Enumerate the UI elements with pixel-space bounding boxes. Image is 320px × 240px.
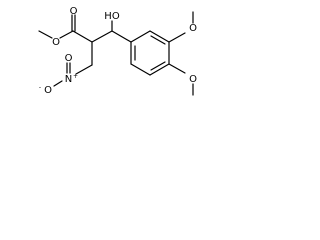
bond-methyl-o xyxy=(38,30,53,39)
bond-c4-o-lower xyxy=(168,63,186,74)
chemical-structure: O O HO O N + O - O O xyxy=(38,6,197,96)
atom-hydroxyl: HO xyxy=(104,11,120,22)
bond-ch2-n xyxy=(75,64,93,75)
bond-ring-inner-c2-c3 xyxy=(150,35,166,45)
bond-ring-inner-c4-c5 xyxy=(150,61,166,71)
bond-ring-c1-c2 xyxy=(130,30,151,43)
atom-o-nitro-top: O xyxy=(65,53,73,64)
bond-c3-o-upper xyxy=(168,32,186,43)
atom-o-ester: O xyxy=(52,37,60,48)
bonds xyxy=(38,11,194,96)
atom-o-nitro-left: O xyxy=(44,85,52,96)
bond-alpha-carbinol xyxy=(91,30,113,43)
bond-ring-c4-c5 xyxy=(149,63,170,76)
atom-labels: O O HO O N + O - O O xyxy=(39,6,197,96)
bond-carbonyl-alpha xyxy=(72,30,93,43)
charge-o-minus: - xyxy=(39,84,41,91)
bond-ring-c2-c3 xyxy=(149,30,170,43)
bond-carbinol-aryl xyxy=(111,30,132,43)
atom-o-carbonyl: O xyxy=(70,6,78,17)
bond-n-o-single xyxy=(53,80,63,87)
charge-n-plus: + xyxy=(73,73,78,80)
atom-o-methoxy-lower: O xyxy=(189,74,197,85)
atom-n-nitro: N xyxy=(65,74,72,85)
bond-ring-c5-c6 xyxy=(130,63,151,76)
atom-o-methoxy-upper: O xyxy=(189,23,197,34)
bond-o-carbonyl-c xyxy=(59,30,74,39)
